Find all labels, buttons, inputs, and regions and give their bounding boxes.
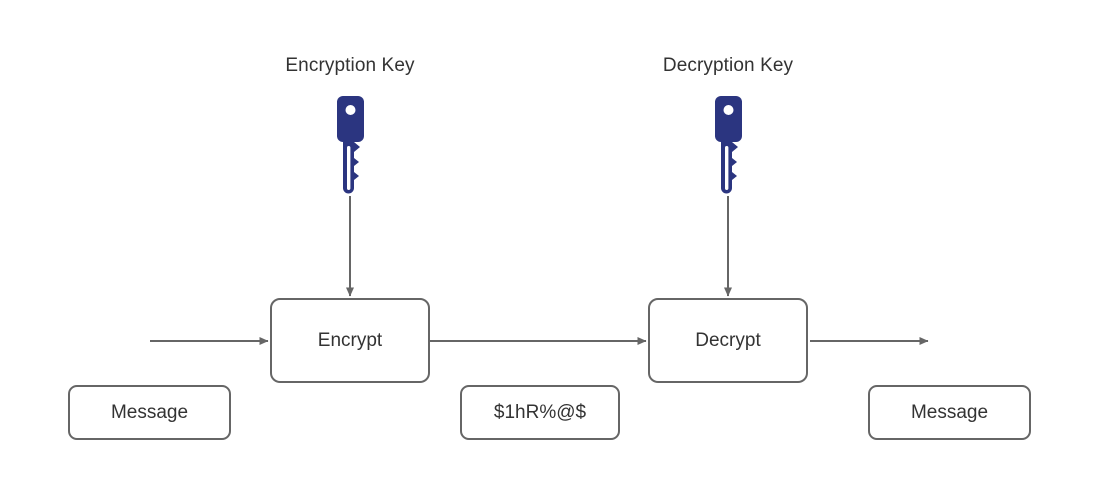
input-message-box[interactable]: Message [68, 385, 231, 440]
ciphertext-box[interactable]: $1hR%@$ [460, 385, 620, 440]
output-message-box[interactable]: Message [868, 385, 1031, 440]
encryption-key-label: Encryption Key [285, 55, 415, 76]
decryption-key-label: Decryption Key [662, 55, 794, 76]
encrypt-process-box[interactable]: Encrypt [270, 298, 430, 383]
key-icon [705, 96, 751, 198]
decrypt-process-box[interactable]: Decrypt [648, 298, 808, 383]
key-icon [327, 96, 373, 198]
